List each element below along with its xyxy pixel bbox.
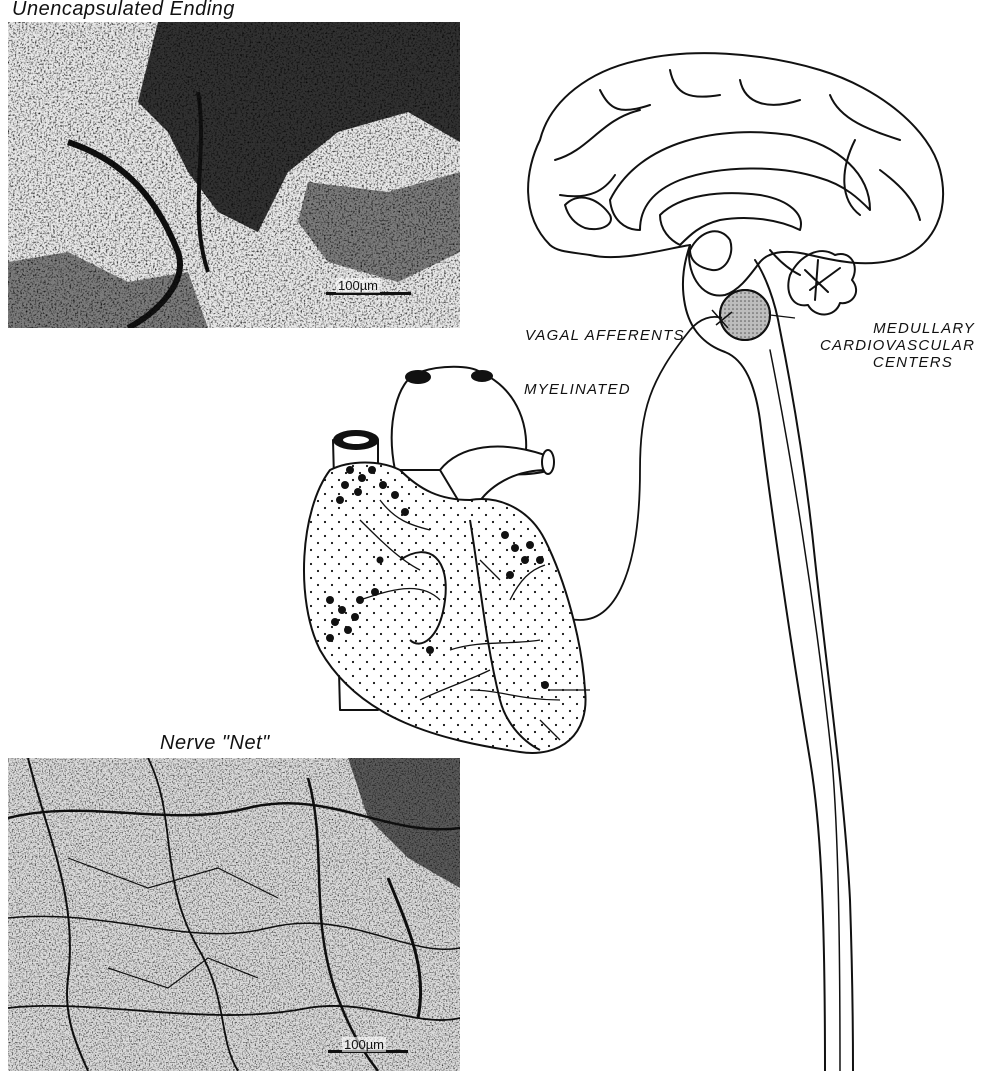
medullary-leader [770,315,795,318]
myelinated-label: MYELINATED [524,381,631,398]
corpus-callosum [610,132,870,230]
medullary-label: MEDULLARY CARDIOVASCULAR CENTERS [820,320,975,371]
cerebellum-link [770,250,800,275]
spinal-cord-inner [770,350,840,1071]
cerebellum [788,251,856,314]
vagal-afferents-label: VAGAL AFFERENTS [525,327,685,344]
brain-ventricle [660,193,801,245]
medullary-label-line3: CENTERS [820,354,975,371]
thalamus [690,231,731,270]
medullary-label-line2: CARDIOVASCULAR [820,337,975,354]
medullary-label-line1: MEDULLARY [820,320,975,337]
brain-outline [528,53,943,295]
brain-gyri [555,70,920,220]
heart [304,367,590,753]
brainstem-left [683,245,825,1071]
brainstem-right [755,260,853,1071]
midbrain-fold [565,198,611,230]
